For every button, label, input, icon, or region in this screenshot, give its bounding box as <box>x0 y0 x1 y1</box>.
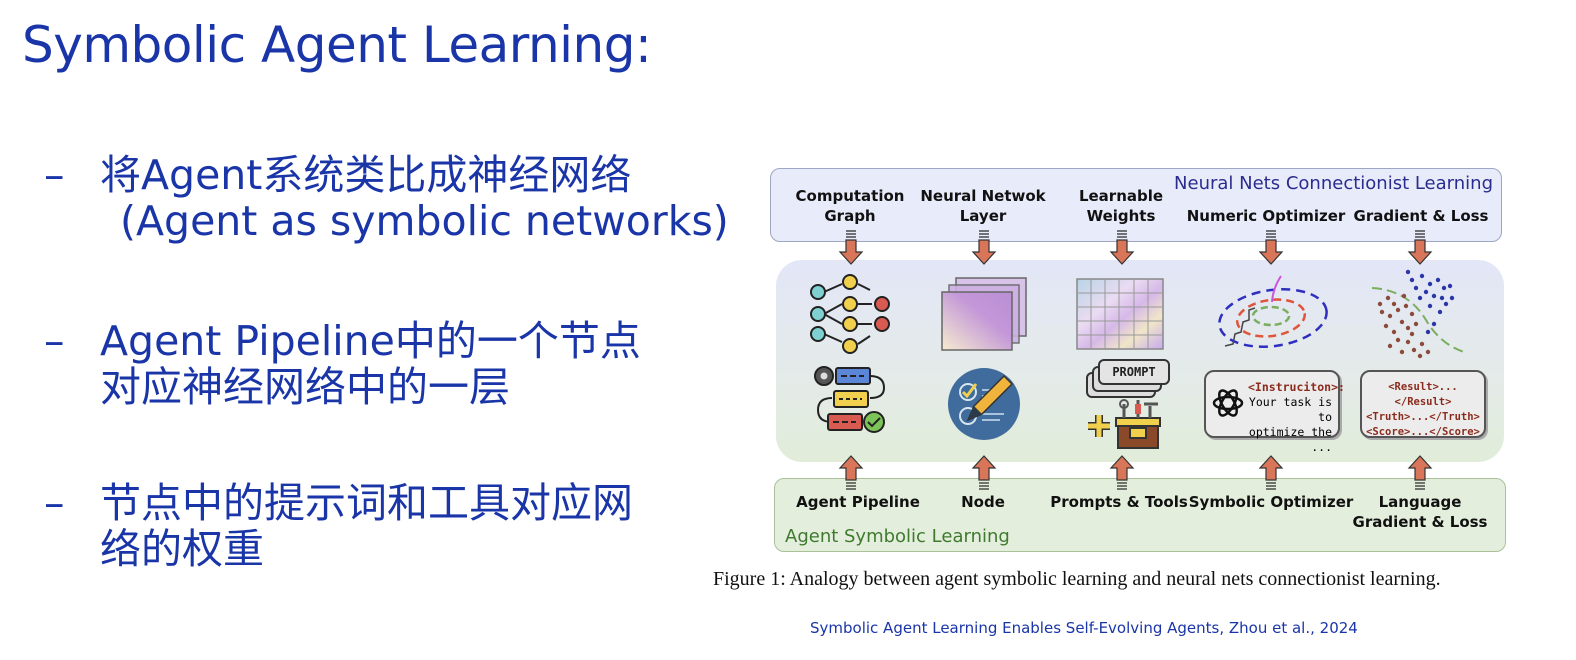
scatter-dot <box>1439 295 1445 301</box>
citation: Symbolic Agent Learning Enables Self-Evo… <box>810 619 1358 637</box>
scatter-dot <box>1427 303 1433 309</box>
bullet-text-line2: 对应神经网络中的一层 <box>100 363 510 411</box>
bullet-text-line1: 节点中的提示词和工具对应网 <box>100 479 633 527</box>
scatter-dot <box>1379 309 1385 315</box>
top-label-gradient-loss: Gradient & Loss <box>1353 207 1489 225</box>
scatter-dot <box>1403 303 1409 309</box>
scatter-dot <box>1431 293 1437 299</box>
agent-pipeline-icon <box>814 366 886 433</box>
optimizer-contour-icon <box>1218 275 1328 348</box>
agent-symbolic-panel: Agent Symbolic Learning <box>774 478 1506 552</box>
top-label-numeric-optimizer: Numeric Optimizer <box>1186 207 1346 225</box>
scatter-dot <box>1435 277 1441 283</box>
bullet-text-line2: (Agent as symbolic networks) <box>120 197 729 245</box>
down-arrow-icon <box>971 230 997 265</box>
scatter-dot <box>1437 309 1443 315</box>
instruction-card: <Instruciton>: Your task is to optimize … <box>1204 370 1345 454</box>
scatter-dot <box>1401 293 1407 299</box>
scatter-dot <box>1405 339 1411 345</box>
scatter-dot <box>1395 307 1401 313</box>
bottom-label-prompts-tools: Prompts & Tools <box>1050 493 1188 511</box>
scatter-dot <box>1387 343 1393 349</box>
bullet-text-line1: 将Agent系统类比成神经网络 <box>100 151 632 199</box>
loss-card: <Result>...</Result> <Truth>...</Truth> … <box>1360 370 1486 438</box>
down-arrow-icon <box>1407 230 1433 265</box>
instruction-line: optimize the ... <box>1248 425 1332 454</box>
scatter-dot <box>1409 331 1415 337</box>
scatter-dot <box>1411 347 1417 353</box>
openai-logo-icon <box>1212 389 1244 417</box>
up-arrow-icon <box>1109 455 1135 490</box>
down-arrow-icon <box>838 230 864 265</box>
loss-score-line: <Score>...</Score> <box>1366 426 1480 438</box>
scatter-dot <box>1425 329 1431 335</box>
up-arrow-icon <box>838 455 864 490</box>
scatter-dot <box>1405 269 1411 275</box>
scatter-dot <box>1447 283 1453 289</box>
up-arrow-icon <box>1407 455 1433 490</box>
neural-nets-panel: Neural Nets Connectionist Learning <box>770 168 1502 242</box>
agent-symbolic-title: Agent Symbolic Learning <box>785 526 1010 547</box>
bullet-text-line2: 络的权重 <box>100 525 264 573</box>
bullet-dash: – <box>44 317 65 365</box>
computation-graph-icon <box>810 274 890 354</box>
down-arrow-icon <box>1258 230 1284 265</box>
scatter-dot <box>1377 301 1383 307</box>
bottom-label-agent-pipeline: Agent Pipeline <box>796 493 920 511</box>
scatter-dot <box>1425 349 1431 355</box>
neural-layer-icon <box>941 277 1027 351</box>
scatter-dot <box>1449 295 1455 301</box>
toolbox-icon <box>1088 399 1161 449</box>
scatter-dot <box>1431 321 1437 327</box>
scatter-dot <box>1419 341 1425 347</box>
scatter-dot <box>1399 319 1405 325</box>
bullet-text-line1: Agent Pipeline中的一个节点 <box>100 317 641 365</box>
up-arrow-icon <box>1258 455 1284 490</box>
instruction-tag: <Instruciton>: <box>1248 380 1345 394</box>
prompt-card: PROMPT <box>1098 359 1170 385</box>
scatter-dot <box>1417 353 1423 359</box>
scatter-dot <box>1387 313 1393 319</box>
scatter-dot <box>1391 329 1397 335</box>
up-arrow-icon <box>971 455 997 490</box>
scatter-dot <box>1405 325 1411 331</box>
scatter-dot <box>1441 285 1447 291</box>
loss-scatter-icon <box>1371 269 1465 359</box>
bullet-dash: – <box>44 151 65 199</box>
scatter-dot <box>1413 321 1419 327</box>
prompts-tools-icon: PROMPT <box>1084 358 1174 450</box>
scatter-dot <box>1383 323 1389 329</box>
scatter-dot <box>1427 281 1433 287</box>
neural-nets-title: Neural Nets Connectionist Learning <box>1174 173 1493 194</box>
loss-truth-line: <Truth>...</Truth> <box>1366 411 1480 423</box>
scatter-dot <box>1413 285 1419 291</box>
scatter-dot <box>1409 277 1415 283</box>
down-arrow-icon <box>1109 230 1135 265</box>
scatter-dot <box>1423 289 1429 295</box>
scatter-dot <box>1409 311 1415 317</box>
scatter-dot <box>1417 295 1423 301</box>
bottom-label-node: Node <box>961 493 1005 511</box>
scatter-dot <box>1419 273 1425 279</box>
analogy-figure: Neural Nets Connectionist Learning Agent… <box>700 160 1576 580</box>
scatter-dot <box>1385 295 1391 301</box>
weights-grid-icon <box>1076 278 1164 350</box>
figure-caption: Figure 1: Analogy between agent symbolic… <box>713 568 1441 590</box>
instruction-line: Your task is to <box>1248 395 1332 424</box>
scatter-dot <box>1395 337 1401 343</box>
bottom-label-symbolic-optimizer: Symbolic Optimizer <box>1188 493 1354 511</box>
node-checklist-icon <box>948 368 1020 440</box>
scatter-dot <box>1443 301 1449 307</box>
slide-title: Symbolic Agent Learning: <box>22 16 652 74</box>
loss-result-line: <Result>...</Result> <box>1388 381 1458 408</box>
scatter-dot <box>1391 301 1397 307</box>
bullet-dash: – <box>44 479 65 527</box>
scatter-dot <box>1399 349 1405 355</box>
